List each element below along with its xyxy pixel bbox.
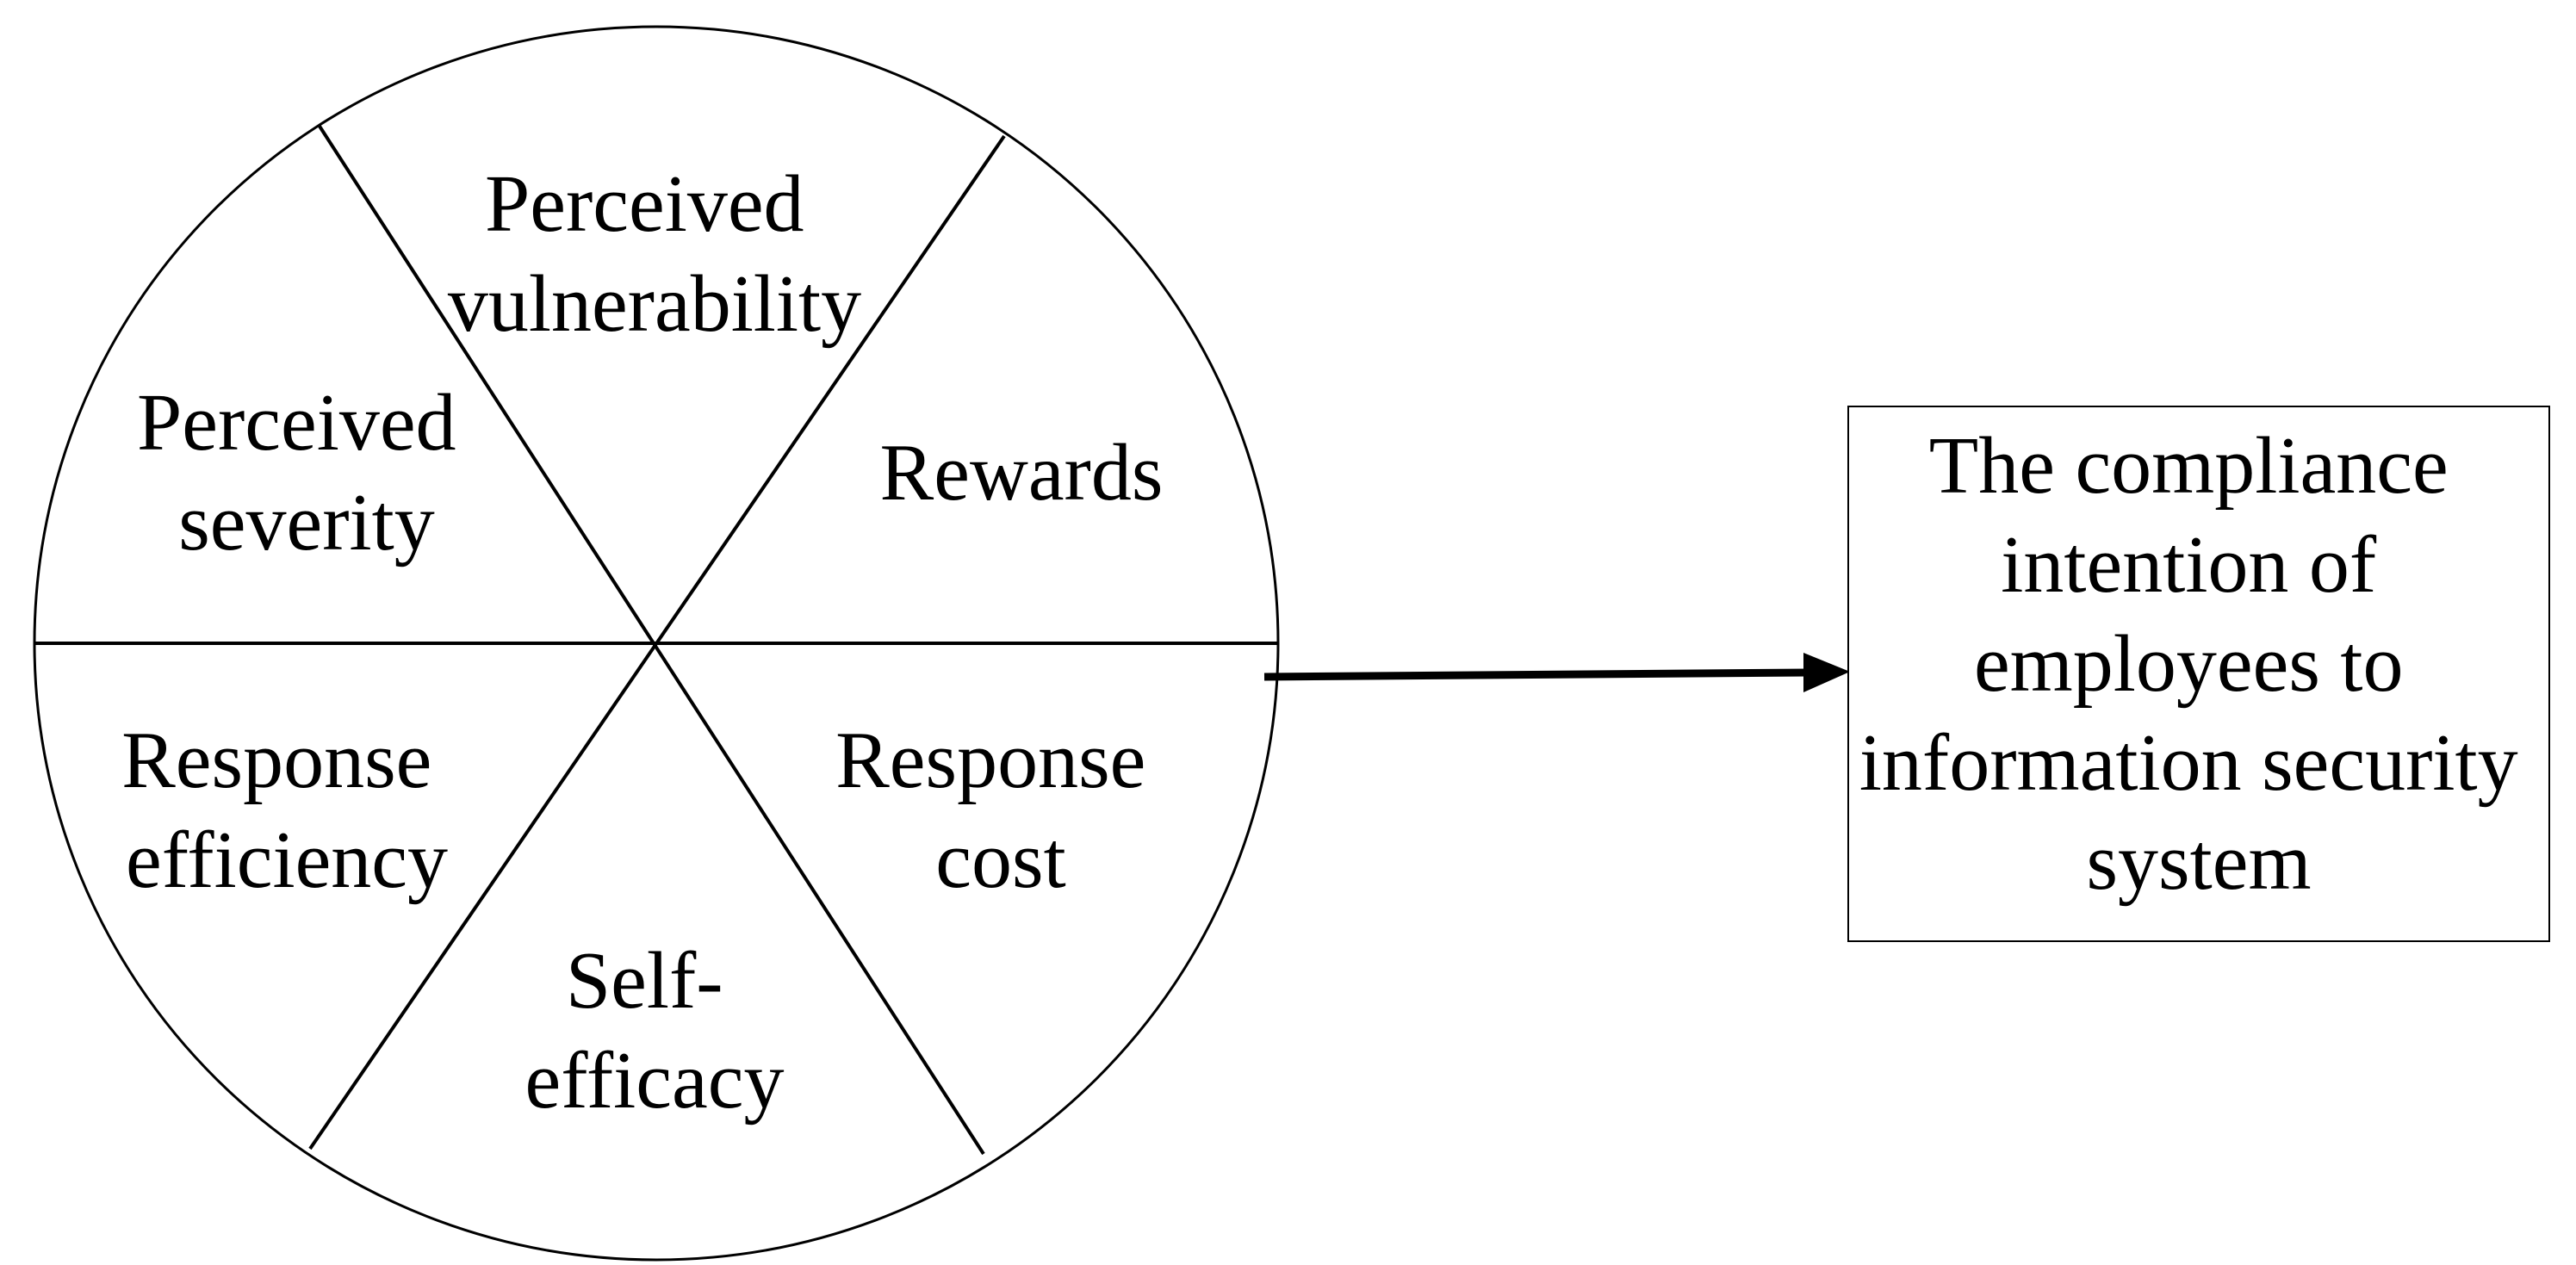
segment-label-vulnerability-line1: Perceived xyxy=(485,159,804,249)
segment-label-response-efficiency-line1: Response xyxy=(121,716,431,805)
segment-label-vulnerability-line2: vulnerability xyxy=(448,259,861,349)
segment-label-response-cost-line2: cost xyxy=(935,815,1065,905)
influence-arrow xyxy=(1263,653,1850,692)
wheel-divider-diagonal-right xyxy=(308,134,1006,1150)
segment-label-severity: Perceived severity xyxy=(137,378,476,567)
segment-label-rewards-line1: Rewards xyxy=(880,428,1164,518)
segment-label-self-efficacy-line1: Self- xyxy=(566,936,723,1026)
wheel-divider-diagonal-left xyxy=(317,123,985,1156)
segment-label-vulnerability: Perceived vulnerability xyxy=(448,159,861,349)
segment-label-response-efficiency: Response efficiency xyxy=(121,716,452,905)
arrow-head xyxy=(1803,653,1850,692)
factor-wheel: Perceived vulnerability Perceived severi… xyxy=(33,25,1280,1262)
outcome-line4: information security xyxy=(1859,718,2518,808)
segment-label-severity-line2: severity xyxy=(178,478,435,567)
outcome-line2: intention of xyxy=(2001,520,2377,610)
segment-label-response-cost: Response cost xyxy=(835,716,1166,905)
segment-label-self-efficacy-line2: efficacy xyxy=(525,1036,785,1125)
arrow-shaft xyxy=(1263,668,1809,681)
outcome-text: The compliance intention of employees to… xyxy=(1859,421,2538,907)
outcome-line3: employees to xyxy=(1974,619,2404,709)
segment-label-severity-line1: Perceived xyxy=(137,378,456,468)
outcome-box-frame xyxy=(1847,406,2550,942)
segment-label-self-efficacy: Self- efficacy xyxy=(525,936,785,1125)
outcome-line5: system xyxy=(2086,817,2311,907)
outcome-box: The compliance intention of employees to… xyxy=(1847,406,2550,942)
outcome-line1: The compliance xyxy=(1929,421,2449,511)
segment-label-response-efficiency-line2: efficiency xyxy=(126,815,448,905)
segment-label-response-cost-line1: Response xyxy=(835,716,1145,805)
segment-label-rewards: Rewards xyxy=(880,428,1164,518)
